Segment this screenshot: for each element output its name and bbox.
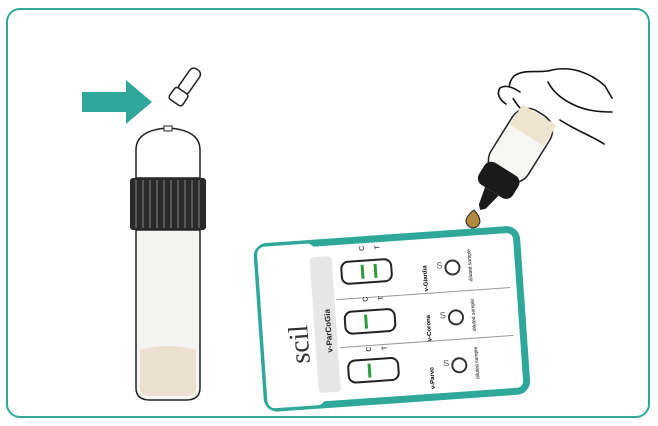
c-label: C <box>362 296 370 302</box>
well-mark: S <box>439 310 447 321</box>
arrow-icon <box>82 80 152 124</box>
product-name: v-ParCoGia <box>322 308 335 353</box>
test-card <box>253 226 531 412</box>
sample-label: diluted sample <box>466 248 475 282</box>
c-label: C <box>358 245 367 252</box>
card-labels: scil v-ParCoGia C T v-Giardia diluted sa… <box>257 229 528 409</box>
test-name-corona: v-Corona <box>425 314 434 342</box>
sample-label: diluted sample <box>469 298 478 332</box>
pipette-icon <box>477 104 557 210</box>
tube-icon <box>130 125 206 401</box>
t-label: T <box>377 295 386 301</box>
c-label: C <box>365 346 374 352</box>
t-label: T <box>374 244 382 250</box>
test-name-parvo: v-Parvo <box>429 366 437 390</box>
cap-icon <box>168 67 202 107</box>
sample-label: diluted sample <box>473 346 482 380</box>
well-mark: S <box>435 260 443 271</box>
well-mark: S <box>442 357 450 369</box>
hand-icon <box>497 68 613 145</box>
test-name-giardia: v-Giardia <box>422 265 431 292</box>
brand-logo: scil <box>283 323 317 365</box>
t-label: T <box>381 345 389 351</box>
